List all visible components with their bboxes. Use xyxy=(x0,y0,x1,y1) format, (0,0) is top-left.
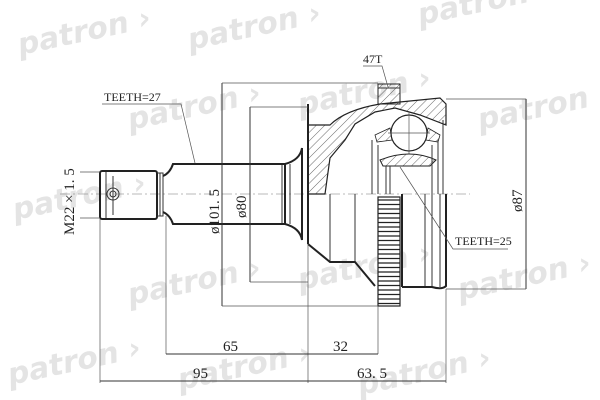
housing-section xyxy=(307,83,447,195)
watermark-text: patron › xyxy=(3,330,144,393)
flange-diameter-label: ø101. 5 xyxy=(207,189,223,234)
dimension-lines xyxy=(80,65,527,383)
seat-diameter-label: ø80 xyxy=(234,196,250,219)
watermark-text: patron › xyxy=(473,75,600,138)
watermark-text: patron › xyxy=(123,250,264,313)
housing-lower xyxy=(307,194,447,290)
watermark-text: patron › xyxy=(453,245,594,308)
threaded-end xyxy=(99,170,164,220)
watermark-text: patron › xyxy=(183,0,324,58)
dim-65: 65 xyxy=(223,339,238,355)
watermark-text: patron › xyxy=(13,0,154,63)
dim-95: 95 xyxy=(193,366,208,382)
inner-teeth-label: TEETH=25 xyxy=(455,234,512,248)
dim-32: 32 xyxy=(333,339,348,355)
watermark-text: patron › xyxy=(123,75,264,138)
dim-63-5: 63. 5 xyxy=(357,366,387,382)
abs-teeth-label: 47T xyxy=(363,52,383,66)
abs-tone-ring xyxy=(377,196,401,307)
watermark-text: patron › xyxy=(293,235,434,298)
thread-label: M22 × 1. 5 xyxy=(62,168,78,235)
housing-diameter-label: ø87 xyxy=(510,189,526,212)
watermark-text: patron › xyxy=(413,0,554,33)
shaft-teeth-label: TEETH=27 xyxy=(104,90,161,104)
shaft-body xyxy=(162,147,303,241)
